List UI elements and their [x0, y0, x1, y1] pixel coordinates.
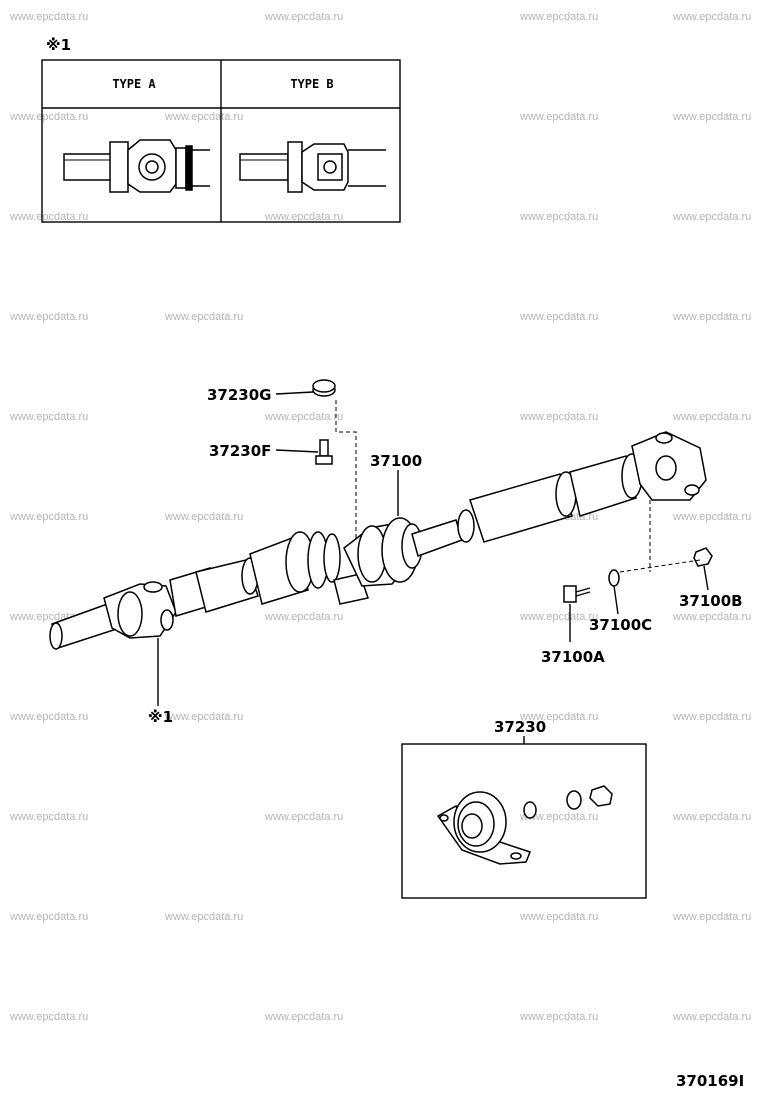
watermark-text: www.epcdata.ru: [264, 1011, 343, 1023]
watermark-text: www.epcdata.ru: [9, 511, 88, 523]
watermark-text: www.epcdata.ru: [519, 311, 598, 323]
watermark-text: www.epcdata.ru: [164, 711, 243, 723]
type-b-header: TYPE B: [290, 77, 333, 91]
watermark-text: www.epcdata.ru: [672, 211, 751, 223]
watermark-text: www.epcdata.ru: [164, 311, 243, 323]
watermark-text: www.epcdata.ru: [164, 911, 243, 923]
diagram-code: 370169I: [676, 1072, 744, 1090]
callout-37230G: 37230G: [207, 386, 272, 404]
nut-37100B: [693, 547, 713, 567]
washer-37100C: [608, 569, 620, 587]
callout-note-mark: ※1: [148, 708, 173, 726]
watermark-text: www.epcdata.ru: [519, 811, 598, 823]
watermark-text: www.epcdata.ru: [519, 411, 598, 423]
center-bearing-detail-box: [401, 736, 647, 899]
type-a-joint-drawing: [63, 139, 210, 193]
watermark-text: www.epcdata.ru: [672, 611, 751, 623]
watermark-text: www.epcdata.ru: [9, 811, 88, 823]
propeller-shaft-drawing: [49, 431, 707, 650]
bolt-37100A: [563, 585, 591, 603]
watermark-text: www.epcdata.ru: [264, 211, 343, 223]
watermark-text: www.epcdata.ru: [672, 311, 751, 323]
watermark-text: www.epcdata.ru: [672, 11, 751, 23]
watermark-text: www.epcdata.ru: [672, 1011, 751, 1023]
type-table: TYPE A TYPE B: [41, 59, 401, 223]
watermark-text: www.epcdata.ru: [264, 411, 343, 423]
watermark-text: www.epcdata.ru: [672, 111, 751, 123]
nut-37230G: [312, 379, 336, 397]
watermark-text: www.epcdata.ru: [519, 1011, 598, 1023]
watermark-text: www.epcdata.ru: [9, 11, 88, 23]
watermark-text: www.epcdata.ru: [164, 511, 243, 523]
watermark-text: www.epcdata.ru: [9, 111, 88, 123]
watermark-text: www.epcdata.ru: [672, 411, 751, 423]
callout-37230: 37230: [494, 718, 546, 736]
bolt-37230F: [315, 439, 333, 465]
watermark-text: www.epcdata.ru: [672, 511, 751, 523]
note-mark-heading: ※1: [46, 36, 71, 54]
watermark-text: www.epcdata.ru: [264, 11, 343, 23]
watermark-text: www.epcdata.ru: [519, 911, 598, 923]
watermark-text: www.epcdata.ru: [9, 311, 88, 323]
watermark-text: www.epcdata.ru: [519, 211, 598, 223]
watermark-text: www.epcdata.ru: [9, 411, 88, 423]
callout-37100B: 37100B: [679, 592, 743, 610]
watermark-text: www.epcdata.ru: [264, 811, 343, 823]
watermark-text: www.epcdata.ru: [672, 911, 751, 923]
watermark-text: www.epcdata.ru: [519, 111, 598, 123]
watermark-text: www.epcdata.ru: [9, 711, 88, 723]
watermark-text: www.epcdata.ru: [9, 1011, 88, 1023]
watermark-text: www.epcdata.ru: [264, 611, 343, 623]
type-a-header: TYPE A: [112, 77, 156, 91]
watermark-text: www.epcdata.ru: [519, 711, 598, 723]
watermark-text: www.epcdata.ru: [9, 911, 88, 923]
watermark-text: www.epcdata.ru: [164, 111, 243, 123]
watermark-text: www.epcdata.ru: [672, 811, 751, 823]
callout-37100: 37100: [370, 452, 422, 470]
type-b-joint-drawing: [239, 141, 386, 193]
watermark-text: www.epcdata.ru: [519, 11, 598, 23]
callout-37100A: 37100A: [541, 648, 605, 666]
callout-37100C: 37100C: [589, 616, 652, 634]
watermark-text: www.epcdata.ru: [672, 711, 751, 723]
watermark-text: www.epcdata.ru: [519, 611, 598, 623]
watermark-text: www.epcdata.ru: [9, 211, 88, 223]
callout-37230F: 37230F: [209, 442, 271, 460]
